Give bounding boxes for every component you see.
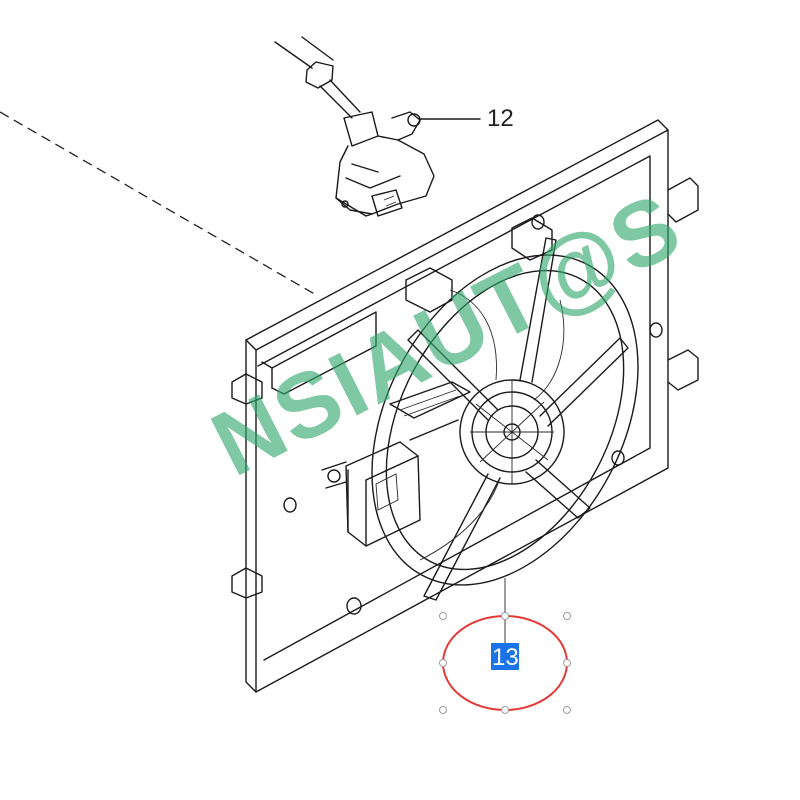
part-13-fan-shroud (231, 119, 699, 693)
callout-13-label[interactable]: 13 (492, 644, 519, 671)
callout-12-label: 12 (487, 105, 514, 132)
resize-handle[interactable] (439, 612, 447, 620)
resize-handle[interactable] (563, 706, 571, 714)
selection-handles[interactable] (439, 612, 571, 714)
resize-handle[interactable] (439, 659, 447, 667)
callout-13-selection[interactable]: 13 (439, 612, 571, 714)
assembly-dashed-line (0, 111, 319, 297)
resize-handle[interactable] (501, 706, 509, 714)
part-12-pump (274, 36, 481, 217)
resize-handle[interactable] (563, 612, 571, 620)
resize-handle[interactable] (501, 612, 509, 620)
resize-handle[interactable] (439, 706, 447, 714)
resize-handle[interactable] (563, 659, 571, 667)
callout-13-text-highlight (491, 643, 519, 670)
